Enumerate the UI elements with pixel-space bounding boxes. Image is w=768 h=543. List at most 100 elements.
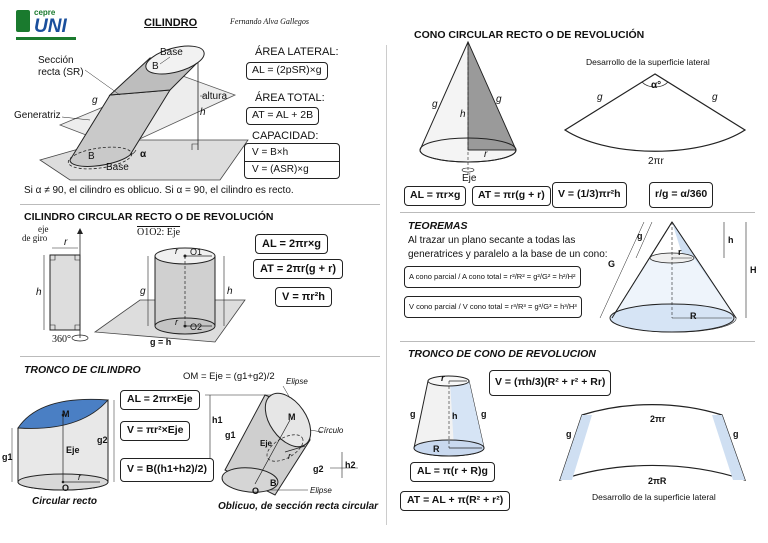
tc-cap-oblicuo: Oblicuo, de sección recta circular <box>218 501 379 512</box>
tc-circulo: Círculo <box>318 426 344 435</box>
column-divider <box>386 45 387 525</box>
teo-g: g <box>637 231 643 241</box>
logo: cepre UNI <box>16 6 78 42</box>
teo-H: H <box>750 265 757 275</box>
ccr-r-left: r <box>64 237 68 248</box>
teo-f1-box: A cono parcial / A cono total = r²/R² = … <box>404 266 581 289</box>
tc-r-left: r <box>78 472 81 482</box>
teo-h: h <box>728 235 734 245</box>
ccr-O1: O1 <box>190 247 203 257</box>
tc-eje-left: Eje <box>66 445 80 455</box>
separator-3 <box>400 212 755 213</box>
teo-line1: Al trazar un plano secante a todas las <box>408 235 576 246</box>
tcono-g-left: g <box>410 409 416 419</box>
tc-elipse2: Elipse <box>310 486 332 495</box>
tc-g2-left: g2 <box>97 435 108 445</box>
separator-2 <box>20 356 380 357</box>
cyl-label-h: h <box>200 107 206 118</box>
tcono-2piR: 2πR <box>648 476 667 486</box>
logo-big: UNI <box>34 16 67 37</box>
cono-alpha: α° <box>651 80 662 91</box>
tc-v2-box: V = B((h1+h2)/2) <box>120 458 214 482</box>
tcono-r: r <box>441 373 445 383</box>
cono-ratio-box: r/g = α/360 <box>649 182 714 208</box>
tc-B: B <box>270 478 277 488</box>
tcono-2pir: 2πr <box>650 414 666 424</box>
ccr-r-bot: r <box>175 317 178 327</box>
ccr-v-box: V = πr²h <box>275 287 332 308</box>
ccr-h: h <box>227 286 233 297</box>
cyl-area-tot-title: ÁREA TOTAL: <box>255 92 325 104</box>
cyl-label-B-bot: B <box>88 151 95 162</box>
tcono-h: h <box>452 411 458 421</box>
cono-eje: Eje <box>462 173 477 184</box>
ccr-O2: O2 <box>190 322 203 332</box>
teo-title: TEOREMAS <box>408 220 468 232</box>
teo-R: R <box>690 311 697 321</box>
cyl-label-recta-sr: recta (SR) <box>38 67 84 78</box>
cono-desarrollo: Desarrollo de la superficie lateral <box>586 57 710 67</box>
cyl-cap-title: CAPACIDAD: <box>252 130 319 142</box>
teo-G: G <box>608 259 616 269</box>
cyl-label-altura: altura <box>202 91 228 102</box>
tcono-al-box: AL = π(r + R)g <box>410 462 495 482</box>
cono-title: CONO CIRCULAR RECTO O DE REVOLUCIÓN <box>414 29 645 41</box>
cyl-label-base: Base <box>160 47 183 58</box>
tcono-g-sector-left: g <box>566 429 572 439</box>
tc-g1: g1 <box>225 430 236 440</box>
cyl-label-generatriz: Generatriz <box>14 110 61 121</box>
ccr-al-box: AL = 2πr×g <box>255 234 328 255</box>
ccr-title: CILINDRO CIRCULAR RECTO O DE REVOLUCIÓN <box>24 211 274 223</box>
tc-M-left: M <box>62 409 70 419</box>
cyl-cap-divider <box>244 161 340 162</box>
tcono-R: R <box>433 444 440 454</box>
separator-4 <box>400 341 755 342</box>
tc-g2: g2 <box>313 464 324 474</box>
cyl-cap2: V = (ASR)×g <box>252 164 309 175</box>
cono-al-box: AL = πr×g <box>404 186 467 206</box>
tc-h2: h2 <box>345 460 356 470</box>
tc-elipse: Elipse <box>286 377 308 386</box>
cono-g-left: g <box>432 99 438 110</box>
tc-title: TRONCO DE CILINDRO <box>24 364 141 376</box>
tc-O: O <box>252 486 260 496</box>
cyl-area-tot-box: AT = AL + 2B <box>246 107 320 125</box>
tc-v1-box: V = πr²×Eje <box>120 421 191 441</box>
logo-small: cepre <box>34 8 56 17</box>
logo-emblem <box>16 10 30 32</box>
tc-cap-recto: Circular recto <box>32 496 98 507</box>
tc-O-left: O <box>62 483 70 493</box>
tc-M: M <box>288 412 296 422</box>
cyl-note: Si α ≠ 90, el cilindro es oblicuo. Si α … <box>24 185 294 196</box>
cono-h: h <box>460 109 466 120</box>
cono-g-sector-left: g <box>597 92 603 103</box>
teo-line2: generatrices y paralelo a la base de un … <box>408 249 608 260</box>
cono-r: r <box>484 149 488 160</box>
tcono-v-box: V = (πh/3)(R² + r² + Rr) <box>489 370 612 396</box>
cyl-title: CILINDRO <box>144 17 198 29</box>
logo-underline <box>16 37 76 40</box>
cyl-area-lat-title: ÁREA LATERAL: <box>255 46 339 58</box>
cyl-area-lat-box: AL = (2pSR)×g <box>246 62 328 80</box>
cono-2pir: 2πr <box>648 156 664 167</box>
tcono-at-box: AT = AL + π(R² + r²) <box>400 491 511 511</box>
teo-r: r <box>678 247 682 257</box>
tc-om: OM = Eje = (g1+g2)/2 <box>183 371 275 382</box>
tcono-g-right: g <box>481 409 487 419</box>
ccr-o1o2: O1O2: Eje <box>137 227 181 238</box>
cono-v-box: V = (1/3)πr²h <box>552 182 627 208</box>
tcono-title: TRONCO DE CONO DE REVOLUCION <box>408 348 596 360</box>
cono-at-box: AT = πr(g + r) <box>472 186 551 206</box>
ccr-at-box: AT = 2πr(g + r) <box>253 259 344 280</box>
ccr-g: g <box>140 286 146 297</box>
cyl-label-g: g <box>92 95 98 106</box>
ccr-g-eq-h: g = h <box>150 337 172 347</box>
cyl-label-alpha: α <box>140 149 147 160</box>
ccr-r-top: r <box>175 246 178 256</box>
